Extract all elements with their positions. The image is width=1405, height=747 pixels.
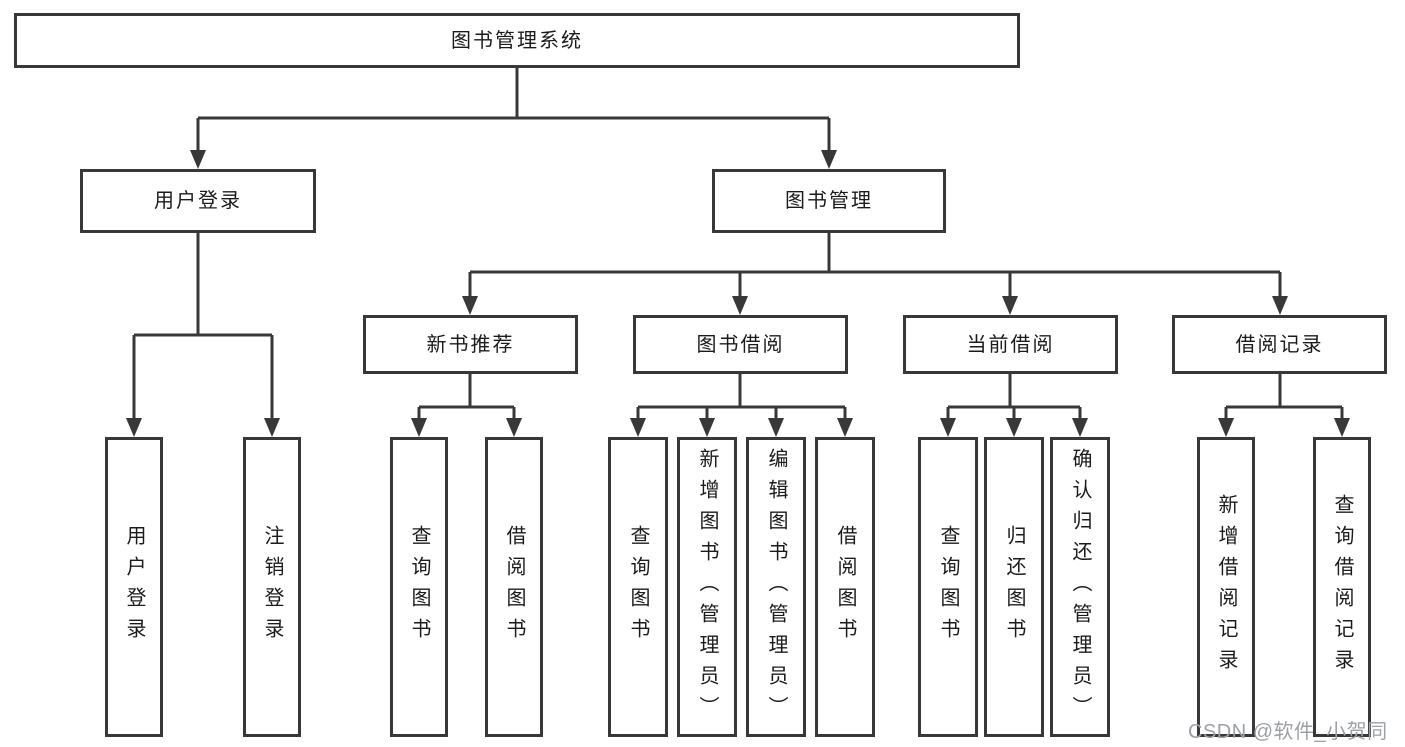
node-book-management: 图书管理 (712, 169, 946, 233)
leaf-edit-book-admin: 编辑图书（管理员） (746, 437, 806, 737)
leaf-add-borrow-record: 新增借阅记录 (1197, 437, 1255, 737)
leaf-confirm-return-admin: 确认归还（管理员） (1050, 437, 1110, 737)
leaf-query-borrow-record: 查询借阅记录 (1313, 437, 1371, 737)
leaf-query-books-current: 查询图书 (918, 437, 978, 737)
leaf-return-books: 归还图书 (984, 437, 1044, 737)
node-user-login: 用户登录 (80, 169, 316, 233)
leaf-query-books-recommend: 查询图书 (390, 437, 448, 737)
watermark: CSDN @软件_小贺同学 (1188, 721, 1388, 743)
node-root: 图书管理系统 (14, 13, 1020, 68)
leaf-logout: 注销登录 (243, 437, 301, 737)
leaf-query-books-borrow: 查询图书 (608, 437, 668, 737)
node-new-book-recommend: 新书推荐 (363, 315, 578, 374)
node-current-borrow: 当前借阅 (903, 315, 1118, 374)
leaf-borrow-books: 借阅图书 (815, 437, 875, 737)
node-borrow-records: 借阅记录 (1172, 315, 1387, 374)
leaf-add-book-admin: 新增图书（管理员） (677, 437, 737, 737)
leaf-borrow-books-recommend: 借阅图书 (485, 437, 543, 737)
leaf-user-login: 用户登录 (105, 437, 163, 737)
node-book-borrow: 图书借阅 (633, 315, 848, 374)
